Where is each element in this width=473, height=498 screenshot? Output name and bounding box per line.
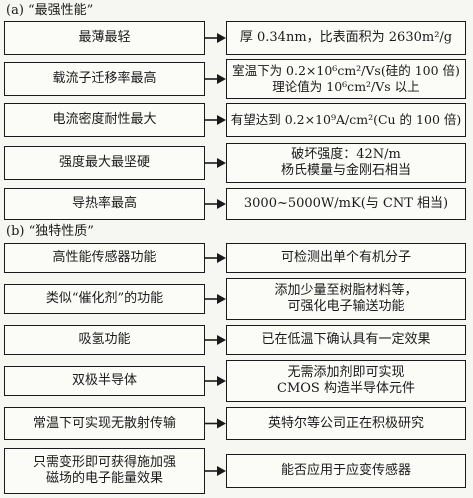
value-text: 可强化电子输送功能 bbox=[287, 299, 405, 314]
property-label: 高性能传感器功能 bbox=[52, 250, 157, 265]
value-box: 添加少量至树脂材料等， 可强化电子输送功能 bbox=[226, 278, 466, 320]
arrow-right-icon bbox=[205, 335, 226, 345]
property-label: 吸氢功能 bbox=[78, 332, 131, 347]
value-text: 理论值为 10⁶cm²/Vs 以上 bbox=[272, 79, 420, 94]
list-item: 双极半导体 无需添加剂即可实现 CMOS 构造半导体元件 bbox=[0, 360, 473, 402]
value-box: 厚 0.34nm，比表面积为 2630m²/g bbox=[226, 21, 466, 55]
value-text: 破坏强度：42N/m bbox=[291, 147, 401, 162]
list-item: 高性能传感器功能 可检测出单个有机分子 bbox=[0, 243, 473, 273]
arrow-right-icon bbox=[205, 376, 226, 386]
list-item: 常温下可实现无散射传输 英特尔等公司正在积极研究 bbox=[0, 407, 473, 440]
list-item: 导热率最高 3000~5000W/mK(与 CNT 相当) bbox=[0, 188, 473, 220]
arrow-right-icon bbox=[205, 115, 226, 125]
section-a-label: (a) “最强性能” bbox=[6, 3, 94, 18]
value-box: 英特尔等公司正在积极研究 bbox=[226, 407, 466, 440]
value-box: 已在低温下确认具有一定效果 bbox=[226, 325, 466, 355]
arrow-right-icon bbox=[205, 418, 226, 429]
value-box: 可检测出单个有机分子 bbox=[226, 243, 466, 273]
property-box: 高性能传感器功能 bbox=[4, 243, 205, 273]
value-text: 室温下为 0.2×10⁶cm²/Vs(硅的 100 倍) bbox=[232, 63, 460, 78]
property-label: 磁场的电子能量效果 bbox=[45, 471, 163, 486]
value-box: 有望达到 0.2×10⁹A/cm²(Cu 的 100 倍) bbox=[226, 103, 466, 137]
value-text: 3000~5000W/mK(与 CNT 相当) bbox=[243, 196, 449, 211]
property-label: 电流密度耐性最大 bbox=[52, 112, 157, 127]
list-item: 电流密度耐性最大 有望达到 0.2×10⁹A/cm²(Cu 的 100 倍) bbox=[0, 103, 473, 137]
property-label: 双极半导体 bbox=[71, 373, 137, 388]
value-text: 英特尔等公司正在积极研究 bbox=[267, 415, 424, 431]
value-text: 无需添加剂即可实现 bbox=[287, 365, 405, 380]
list-item: 只需变形即可获得施加强 磁场的电子能量效果 能否应用于应变传感器 bbox=[0, 448, 473, 494]
property-box: 载流子迁移率最高 bbox=[4, 62, 205, 96]
property-label: 只需变形即可获得施加强 bbox=[32, 455, 176, 470]
list-item: 最薄最轻 厚 0.34nm，比表面积为 2630m²/g bbox=[0, 21, 473, 55]
value-text: 杨氏模量与金刚石相当 bbox=[280, 163, 411, 178]
value-text: 可检测出单个有机分子 bbox=[280, 250, 411, 265]
property-label: 强度最大最坚硬 bbox=[58, 155, 150, 170]
property-label: 常温下可实现无散射传输 bbox=[32, 415, 176, 431]
list-item: 强度最大最坚硬 破坏强度：42N/m 杨氏模量与金刚石相当 bbox=[0, 143, 473, 183]
value-text: CMOS 构造半导体元件 bbox=[277, 381, 415, 396]
arrow-right-icon bbox=[205, 74, 226, 84]
value-box: 能否应用于应变传感器 bbox=[226, 454, 466, 488]
section-b-label: (b) “独特性质” bbox=[6, 224, 94, 239]
value-text: 添加少量至树脂材料等， bbox=[274, 283, 418, 298]
property-box: 只需变形即可获得施加强 磁场的电子能量效果 bbox=[4, 448, 205, 494]
value-box: 3000~5000W/mK(与 CNT 相当) bbox=[226, 188, 466, 220]
arrow-right-icon bbox=[205, 199, 226, 209]
list-item: 类似“催化剂”的功能 添加少量至树脂材料等， 可强化电子输送功能 bbox=[0, 278, 473, 320]
property-box: 常温下可实现无散射传输 bbox=[4, 407, 205, 440]
property-box: 类似“催化剂”的功能 bbox=[4, 284, 205, 314]
property-box: 导热率最高 bbox=[4, 188, 205, 220]
property-box: 双极半导体 bbox=[4, 366, 205, 396]
property-box: 吸氢功能 bbox=[4, 325, 205, 355]
property-label: 最薄最轻 bbox=[78, 30, 131, 45]
arrow-right-icon bbox=[205, 466, 226, 476]
value-box: 破坏强度：42N/m 杨氏模量与金刚石相当 bbox=[226, 143, 466, 183]
property-box: 强度最大最坚硬 bbox=[4, 146, 205, 180]
list-item: 载流子迁移率最高 室温下为 0.2×10⁶cm²/Vs(硅的 100 倍) 理论… bbox=[0, 59, 473, 99]
value-box: 无需添加剂即可实现 CMOS 构造半导体元件 bbox=[226, 360, 466, 402]
list-item: 吸氢功能 已在低温下确认具有一定效果 bbox=[0, 325, 473, 355]
value-box: 室温下为 0.2×10⁶cm²/Vs(硅的 100 倍) 理论值为 10⁶cm²… bbox=[226, 59, 466, 99]
value-text: 厚 0.34nm，比表面积为 2630m²/g bbox=[239, 30, 453, 45]
property-label: 类似“催化剂”的功能 bbox=[45, 291, 164, 306]
arrow-right-icon bbox=[205, 253, 226, 263]
value-text: 已在低温下确认具有一定效果 bbox=[261, 332, 431, 347]
property-label: 载流子迁移率最高 bbox=[52, 71, 157, 86]
property-box: 电流密度耐性最大 bbox=[4, 103, 205, 137]
value-text: 能否应用于应变传感器 bbox=[280, 463, 411, 478]
arrow-right-icon bbox=[205, 294, 226, 304]
arrow-right-icon bbox=[205, 33, 226, 43]
property-label: 导热率最高 bbox=[71, 196, 137, 211]
arrow-right-icon bbox=[205, 158, 226, 168]
value-text: 有望达到 0.2×10⁹A/cm²(Cu 的 100 倍) bbox=[230, 112, 462, 127]
property-box: 最薄最轻 bbox=[4, 21, 205, 55]
